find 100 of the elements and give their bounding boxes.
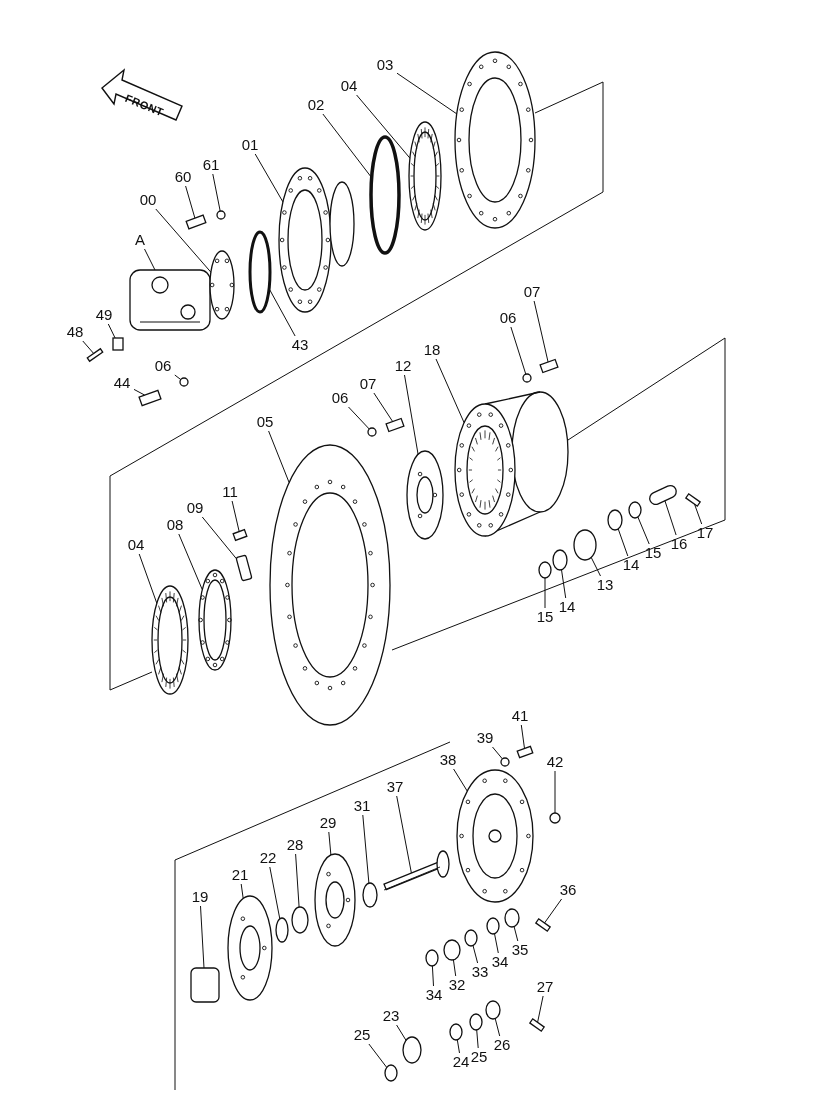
callout-number: 05 <box>253 413 277 431</box>
leader-line <box>368 1043 388 1068</box>
bolt-drawing <box>232 528 248 542</box>
bolt-drawing <box>138 389 162 407</box>
ring-drawing <box>198 569 232 671</box>
leader-line <box>254 153 284 203</box>
callout-number: 39 <box>473 729 497 747</box>
pin-drawing <box>534 918 552 932</box>
leader-line <box>554 770 556 814</box>
washer-drawing <box>486 917 500 935</box>
plug-drawing <box>549 812 561 824</box>
callout-number: 04 <box>337 77 361 95</box>
leader-line <box>664 500 677 536</box>
bolt-drawing <box>516 745 534 759</box>
washer-drawing <box>362 882 378 908</box>
leader-line <box>174 374 182 381</box>
callout-number: 41 <box>508 707 532 725</box>
callout-number: 26 <box>490 1036 514 1054</box>
screw-drawing <box>86 347 104 363</box>
leader-line <box>617 528 629 557</box>
leader-line <box>212 173 221 212</box>
shaft-drawing <box>383 850 450 891</box>
needle-bearing-drawing <box>552 549 568 571</box>
callout-number: 13 <box>593 576 617 594</box>
snap-ring-drawing <box>367 427 377 437</box>
leader-line <box>231 500 240 533</box>
callout-number: 60 <box>171 168 195 186</box>
bolt-drawing <box>385 417 405 433</box>
leader-line <box>133 388 146 396</box>
callout-number: 12 <box>391 357 415 375</box>
motor-flange-drawing <box>209 250 235 320</box>
callout-number: 29 <box>316 814 340 832</box>
lock-plate-drawing <box>235 554 253 582</box>
leader-line <box>328 831 332 856</box>
leader-line <box>453 768 468 792</box>
leader-line <box>544 577 546 609</box>
callout-number: 06 <box>328 389 352 407</box>
snap-ring-drawing <box>522 373 532 383</box>
plate-drawing <box>112 337 124 351</box>
callout-number: 03 <box>373 56 397 74</box>
callout-number: 49 <box>92 306 116 324</box>
leader-line <box>494 1018 501 1037</box>
cover-drawing <box>456 769 534 903</box>
leader-line <box>452 959 457 977</box>
leader-line <box>269 866 281 920</box>
callout-number: 11 <box>218 483 242 501</box>
leader-line <box>494 933 499 954</box>
leader-line <box>520 724 525 749</box>
callout-number: 22 <box>256 849 280 867</box>
leader-line <box>348 406 370 430</box>
callout-number: 28 <box>283 836 307 854</box>
snap-ring-drawing <box>179 377 189 387</box>
washer-drawing <box>469 1013 483 1031</box>
bolt-drawing <box>539 358 559 374</box>
callout-number: 36 <box>556 881 580 899</box>
leader-line <box>240 883 244 899</box>
leader-line <box>396 72 458 115</box>
callout-number: 04 <box>124 536 148 554</box>
callout-number: 32 <box>445 976 469 994</box>
callout-number: 27 <box>533 978 557 996</box>
leader-line <box>356 94 411 159</box>
pin-drawing <box>684 493 702 507</box>
leader-line <box>590 556 601 577</box>
callout-number: 48 <box>63 323 87 341</box>
leader-line <box>201 516 237 560</box>
callout-number: 61 <box>199 156 223 174</box>
callout-number: 15 <box>641 544 665 562</box>
washer-drawing <box>628 501 642 519</box>
gear-drawing <box>402 1036 422 1064</box>
washer-drawing <box>384 1064 398 1082</box>
leader-line <box>396 795 412 874</box>
leader-line <box>138 553 158 604</box>
leader-line <box>476 1029 479 1049</box>
hub-flange-drawing <box>278 167 355 313</box>
leader-line <box>510 326 527 375</box>
callout-number: 37 <box>383 778 407 796</box>
gear-drawing <box>190 967 220 1003</box>
leader-line <box>435 358 465 424</box>
leader-line <box>362 814 370 884</box>
callout-number: A <box>128 231 152 249</box>
washer-drawing <box>425 949 439 967</box>
callout-number: 17 <box>693 524 717 542</box>
carrier-drawing <box>314 853 356 947</box>
carrier-drawing <box>227 895 273 1001</box>
callout-number: 44 <box>110 374 134 392</box>
leader-line <box>561 569 567 599</box>
bearing-drawing <box>408 121 442 231</box>
pin-drawing <box>528 1018 546 1032</box>
bushing-drawing <box>504 908 520 928</box>
leader-line <box>396 1024 407 1041</box>
gear-drawing <box>573 529 597 561</box>
leader-line <box>185 185 196 219</box>
leader-line <box>513 926 519 942</box>
needle-bearing-drawing <box>449 1023 463 1041</box>
callout-number: 34 <box>422 986 446 1004</box>
leader-line <box>431 965 434 987</box>
leader-line <box>492 746 503 760</box>
leader-line <box>373 392 394 423</box>
o-ring-drawing <box>248 230 272 314</box>
callout-number: 23 <box>379 1007 403 1025</box>
